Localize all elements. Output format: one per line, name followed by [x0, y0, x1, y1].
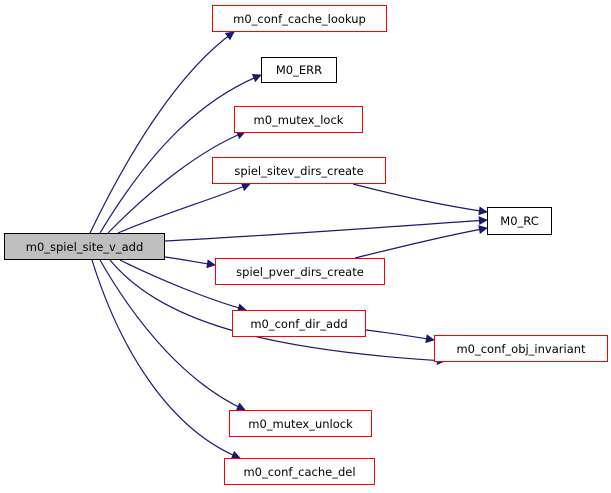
edge-sitev-to-rc [352, 183, 488, 216]
node-label: M0_ERR [275, 63, 323, 77]
node-m0-spiel-site-v-add: m0_spiel_site_v_add [4, 233, 165, 260]
edge-root-to-pver [164, 256, 216, 269]
node-label: spiel_pver_dirs_create [236, 264, 364, 279]
node-m0-conf-obj-invariant[interactable]: m0_conf_obj_invariant [434, 335, 608, 362]
node-label: m0_mutex_lock [253, 112, 344, 127]
node-label: spiel_sitev_dirs_create [234, 163, 364, 178]
node-m0-rc[interactable]: M0_RC [487, 207, 552, 235]
edge-root-to-lookup [89, 31, 235, 234]
edge-pver-to-rc [354, 225, 488, 259]
node-label: m0_spiel_site_v_add [25, 239, 144, 254]
node-spiel-sitev-dirs-create[interactable]: spiel_sitev_dirs_create [212, 157, 386, 184]
node-spiel-pver-dirs-create[interactable]: spiel_pver_dirs_create [215, 258, 385, 285]
node-label: m0_conf_cache_del [243, 464, 356, 479]
edge-root-to-diradd [119, 259, 247, 313]
node-m0-conf-dir-add[interactable]: m0_conf_dir_add [232, 310, 366, 337]
node-m0-err[interactable]: M0_ERR [261, 57, 337, 83]
edge-root-to-rc [164, 216, 488, 242]
node-m0-mutex-lock[interactable]: m0_mutex_lock [234, 106, 363, 133]
node-label: m0_mutex_unlock [248, 416, 353, 431]
edge-root-to-unlock [99, 259, 246, 411]
edge-root-to-inv [109, 259, 446, 366]
edge-root-to-mlock [107, 130, 246, 234]
node-m0-conf-cache-del[interactable]: m0_conf_cache_del [224, 458, 375, 485]
edge-root-to-sitev [117, 182, 251, 234]
node-label: m0_conf_obj_invariant [456, 341, 586, 356]
node-label: m0_conf_dir_add [250, 316, 348, 331]
node-label: M0_RC [500, 214, 539, 228]
edge-root-to-cdel [91, 259, 241, 460]
node-m0-conf-cache-lookup[interactable]: m0_conf_cache_lookup [212, 5, 387, 32]
node-m0-mutex-unlock[interactable]: m0_mutex_unlock [229, 410, 372, 437]
edge-root-to-err [99, 73, 262, 234]
node-label: m0_conf_cache_lookup [233, 11, 366, 26]
edge-diradd-to-inv [365, 329, 435, 344]
